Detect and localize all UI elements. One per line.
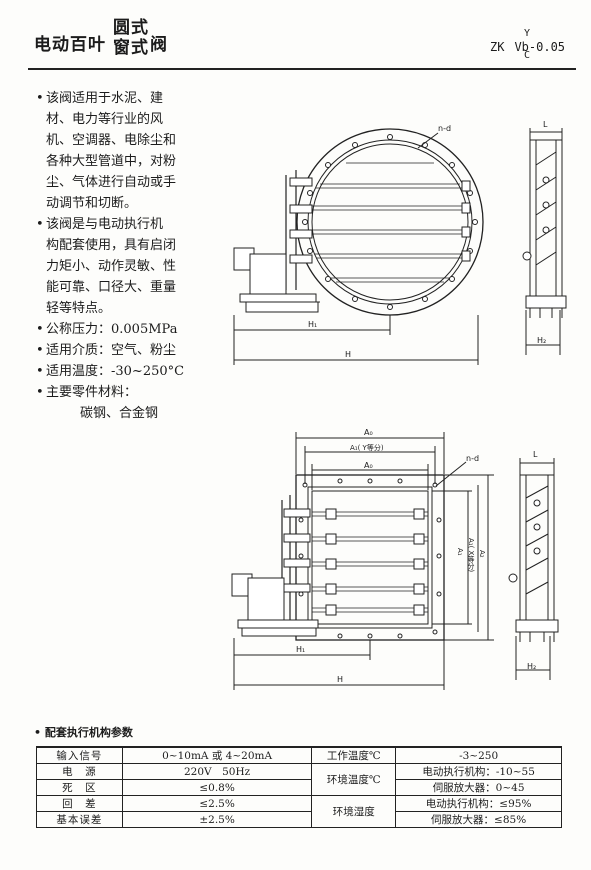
title-variants: 圆式 窗式 xyxy=(113,18,149,58)
label-H-window: H xyxy=(337,675,344,684)
feature-item: •适用介质：空气、粉尘 xyxy=(36,343,177,358)
table-row: 输入信号 0~10mA 或 4~20mA 工作温度℃ -3~250 xyxy=(36,746,562,764)
label-H2-window: H₂ xyxy=(527,662,537,671)
feature-item: •该阀是与电动执行机 xyxy=(36,217,164,232)
label-A: A₀ xyxy=(364,461,373,470)
label-A1Y: A₁( Y等分) xyxy=(350,444,384,452)
table-row: 电 源 220V 50Hz 环境温度℃ 电动执行机构：-10~55 xyxy=(36,763,562,796)
label-nd-round: n-d xyxy=(438,124,452,133)
model-sup: Y xyxy=(524,28,531,39)
label-H-round: H xyxy=(345,350,352,359)
header-divider xyxy=(28,68,576,70)
table-row: 回 差 ≤2.5% 环境湿度 电动执行机构：≤95% xyxy=(36,795,562,828)
label-H1-round: H₁ xyxy=(308,320,318,329)
window-damper-front-view xyxy=(231,432,494,690)
label-A0: A₀ xyxy=(364,428,373,437)
title-end: 阀 xyxy=(150,35,167,55)
label-A1X: A₁( X等分) xyxy=(467,538,475,573)
window-damper-side-view xyxy=(508,458,559,680)
round-damper-side-view xyxy=(522,128,567,355)
title-main: 电动百叶 xyxy=(34,35,106,55)
feature-item: •该阀适用于水泥、建 xyxy=(36,91,164,106)
round-damper-front-view xyxy=(233,128,484,365)
technical-drawings xyxy=(231,128,567,690)
label-L-round: L xyxy=(543,120,548,129)
title-round: 圆式 xyxy=(113,18,149,38)
label-A2: A₂ xyxy=(478,550,486,558)
title-window: 窗式 xyxy=(113,38,149,58)
label-A1-side: A₁ xyxy=(456,548,464,556)
table-row: 死 区 ≤0.8% 伺服放大器：0~45 xyxy=(36,779,562,796)
model-code: ZK Vb-0.05 Y C xyxy=(490,28,566,61)
feature-item: •主要零件材料： xyxy=(36,385,138,400)
table-row: 基本误差 ±2.5% 伺服放大器：≤85% xyxy=(36,811,562,828)
label-L-window: L xyxy=(533,450,538,459)
label-nd-window: n-d xyxy=(466,454,480,463)
actuator-parameters-table: 输入信号 0~10mA 或 4~20mA 工作温度℃ -3~250 电 源 22… xyxy=(36,746,562,828)
feature-list: •该阀适用于水泥、建 材、电力等行业的风 机、空调器、电除尘和 各种大型管道中，… xyxy=(36,88,196,424)
model-suffix: Vb-0.05 xyxy=(514,40,566,54)
model-prefix: ZK xyxy=(490,40,505,54)
label-H2-round: H₂ xyxy=(537,336,547,345)
label-H1-window: H₁ xyxy=(296,645,306,654)
materials: 碳钢、合金钢 xyxy=(80,406,159,421)
feature-item: •适用温度：-30~250°C xyxy=(36,364,185,379)
feature-item: •公称压力：0.005MPa xyxy=(36,322,178,337)
model-sub: C xyxy=(524,50,531,61)
table-title: • 配套执行机构参数 xyxy=(34,726,133,739)
